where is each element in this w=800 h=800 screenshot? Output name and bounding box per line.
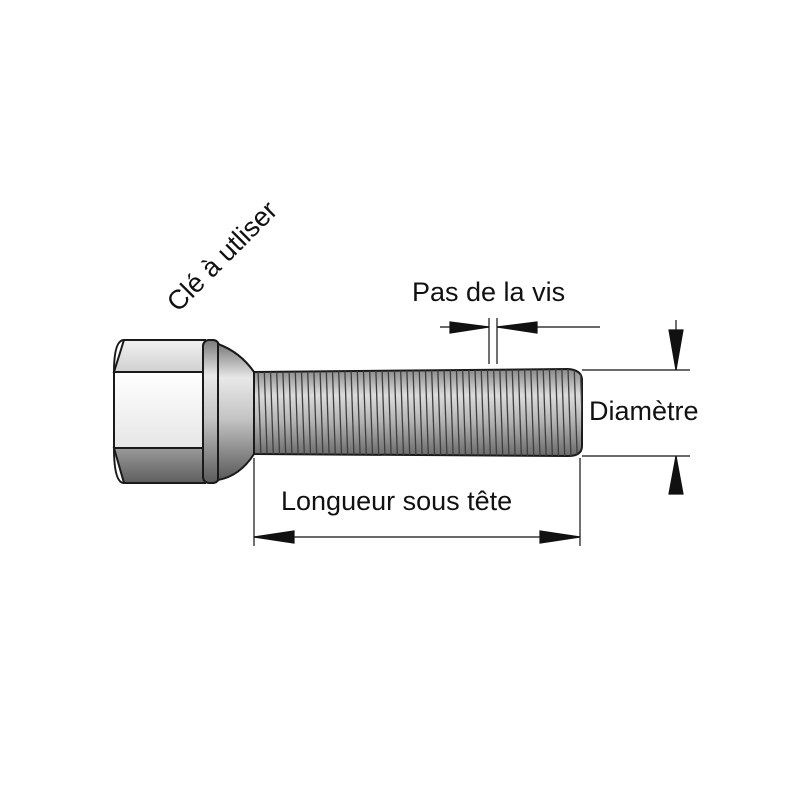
thread-line bbox=[325, 369, 330, 456]
thread-line bbox=[331, 369, 337, 456]
thread-line bbox=[443, 369, 448, 456]
thread-line bbox=[468, 369, 473, 456]
thread-line bbox=[263, 369, 268, 456]
thread-line bbox=[554, 369, 560, 456]
thread-line bbox=[561, 369, 566, 456]
thread-line bbox=[344, 369, 349, 456]
thread-line bbox=[579, 369, 582, 456]
thread-line bbox=[511, 369, 516, 456]
thread-line bbox=[406, 369, 411, 456]
thread-line bbox=[474, 369, 479, 456]
thread-line bbox=[418, 369, 423, 456]
thread-line bbox=[530, 369, 535, 456]
thread-line bbox=[313, 369, 318, 456]
thread-line bbox=[480, 369, 485, 456]
bolt-conical-seat bbox=[217, 342, 255, 482]
thread-line bbox=[542, 369, 547, 456]
thread-line bbox=[381, 369, 386, 456]
thread-line bbox=[499, 369, 504, 456]
thread-line bbox=[486, 369, 492, 456]
thread-line bbox=[430, 369, 436, 456]
thread-line bbox=[337, 369, 343, 456]
thread-line bbox=[387, 369, 392, 456]
bolt-collar bbox=[202, 339, 220, 484]
thread-line bbox=[393, 369, 399, 456]
thread-line bbox=[257, 369, 262, 456]
thread-line bbox=[300, 369, 306, 456]
thread-pitch-dimension bbox=[440, 321, 600, 334]
thread-line bbox=[424, 369, 430, 456]
thread-line bbox=[412, 369, 417, 456]
thread-line bbox=[275, 369, 281, 456]
bolt-hex-head bbox=[112, 339, 206, 484]
thread-line bbox=[269, 369, 275, 456]
thread-line bbox=[350, 369, 355, 456]
thread-line bbox=[288, 369, 293, 456]
diameter-label: Diamètre bbox=[589, 396, 699, 426]
thread-line bbox=[517, 369, 523, 456]
thread-line bbox=[437, 369, 442, 456]
thread-line bbox=[567, 369, 572, 456]
thread-line bbox=[282, 369, 287, 456]
thread-line bbox=[523, 369, 529, 456]
extension-lines bbox=[253, 318, 690, 546]
thread-line bbox=[536, 369, 541, 456]
thread-line bbox=[294, 369, 299, 456]
length-dimension bbox=[253, 530, 581, 544]
thread-line bbox=[399, 369, 405, 456]
thread-line bbox=[548, 369, 554, 456]
thread-pitch-label: Pas de la vis bbox=[412, 277, 565, 307]
thread-line bbox=[356, 369, 361, 456]
thread-line bbox=[375, 369, 380, 456]
thread-line bbox=[306, 369, 312, 456]
thread-line bbox=[449, 369, 454, 456]
diameter-dimension bbox=[668, 320, 684, 495]
wrench-label: Clé à utliser bbox=[161, 195, 283, 317]
thread-line bbox=[368, 369, 374, 456]
thread-line bbox=[505, 369, 510, 456]
thread-line bbox=[492, 369, 498, 456]
thread-line bbox=[573, 369, 578, 456]
length-under-head-label: Longueur sous tête bbox=[281, 486, 512, 516]
thread-line bbox=[319, 369, 324, 456]
thread-line bbox=[362, 369, 368, 456]
bolt-threaded-shank bbox=[253, 367, 583, 458]
thread-line bbox=[455, 369, 461, 456]
thread-line bbox=[461, 369, 467, 456]
